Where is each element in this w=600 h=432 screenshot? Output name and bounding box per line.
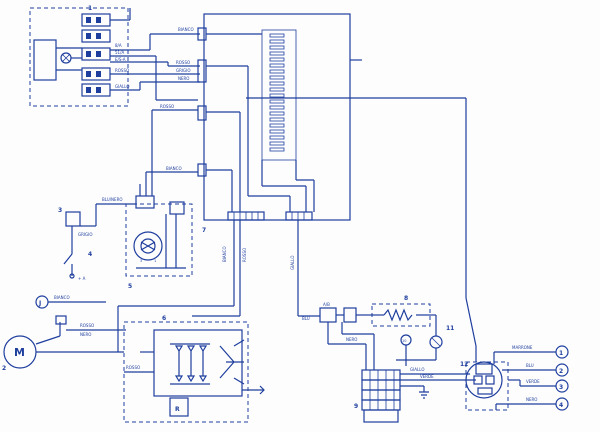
ref-7: 7 (202, 227, 206, 234)
svg-text:ROSSO: ROSSO (160, 104, 174, 109)
component-3-switch: 3 4 GRIGIO + A (58, 207, 93, 281)
component-7-control-unit: 7 (197, 13, 351, 234)
component-6-alternator: R 6 ROSSO (123, 315, 265, 423)
svg-text:ROSSO: ROSSO (80, 323, 94, 328)
terminal-3-label: 3 (559, 384, 563, 391)
ref-4: 4 (88, 251, 92, 258)
svg-text:MARRONE: MARRONE (512, 345, 533, 350)
terminal-j-label: J (38, 300, 41, 307)
svg-text:8/A: 8/A (115, 43, 122, 48)
fuse-rows (269, 33, 285, 152)
svg-text:BIANCO: BIANCO (54, 295, 70, 300)
ref-5: 5 (128, 283, 132, 290)
ref-8: 8 (404, 295, 408, 302)
svg-text:BIANCO: BIANCO (222, 246, 227, 262)
svg-text:GRIGIO: GRIGIO (176, 68, 191, 73)
svg-text:GIALLO: GIALLO (290, 256, 295, 270)
svg-text:BLU: BLU (302, 316, 310, 321)
svg-text:1: 1 (154, 259, 156, 263)
terminal-10-label: 10 (402, 339, 406, 343)
component-9-connector: A/B (319, 302, 372, 323)
svg-text:NERO: NERO (80, 332, 91, 337)
svg-text:A/B: A/B (323, 302, 330, 307)
regulator-label: R (175, 406, 180, 413)
motor-label: M (14, 346, 25, 359)
component-12-sensor: 12 (460, 361, 509, 411)
terminal-j: J BIANCO (35, 295, 106, 309)
ref-3: 3 (58, 207, 62, 214)
svg-text:VERDE: VERDE (420, 374, 434, 379)
svg-text:ROSSO: ROSSO (115, 68, 129, 73)
component-8-resistor: 8 (371, 295, 431, 327)
svg-text:GIALLO: GIALLO (410, 367, 424, 372)
output-terminals: 1 2 3 4 MARRONE BLU VERDE NERO (493, 345, 569, 411)
component-9-relay-block: 9 (354, 369, 401, 423)
ref-1: 1 (88, 5, 92, 12)
component-11-lamp: 11 (429, 325, 454, 349)
svg-text:BLU: BLU (526, 363, 534, 368)
ref-9: 9 (354, 403, 358, 410)
svg-text:ROSSO: ROSSO (176, 60, 190, 65)
diode-bridge (170, 343, 210, 385)
ref-12: 12 (460, 361, 468, 368)
svg-text:GRIGIO: GRIGIO (78, 232, 93, 237)
component-1-switch-box: 1 (29, 5, 129, 107)
svg-text:3: 3 (140, 259, 142, 263)
component-5-wiper-motor: 5 3 1 (125, 195, 193, 290)
svg-text:ROSSO: ROSSO (126, 365, 140, 370)
svg-text:NERO: NERO (526, 397, 537, 402)
svg-text:NERO: NERO (178, 76, 189, 81)
svg-text:E/S-A: E/S-A (115, 57, 126, 62)
svg-text:BLU/NERO: BLU/NERO (102, 197, 123, 202)
ref-6: 6 (162, 315, 166, 322)
component-2-motor: M 2 ROSSO NERO (2, 315, 126, 372)
terminal-2-label: 2 (559, 368, 563, 375)
terminal-4-label: 4 (559, 402, 563, 409)
ref-11: 11 (446, 325, 454, 332)
svg-text:VERDE: VERDE (526, 379, 540, 384)
svg-text:BIANCO: BIANCO (166, 166, 182, 171)
terminal-10: 10 (400, 334, 412, 366)
svg-text:NERO: NERO (346, 337, 357, 342)
terminal-1-label: 1 (559, 350, 563, 357)
svg-text:GIALLO: GIALLO (115, 84, 129, 89)
svg-text:ROSSO: ROSSO (242, 248, 247, 262)
wires-group-top: 8/A 51/A E/S-A ROSSO GIALLO BIANCO ROSSO… (110, 8, 200, 91)
svg-text:BIANCO: BIANCO (178, 27, 194, 32)
svg-text:+ A: + A (78, 276, 86, 281)
svg-text:51/A: 51/A (115, 50, 124, 55)
ref-2: 2 (2, 365, 6, 372)
